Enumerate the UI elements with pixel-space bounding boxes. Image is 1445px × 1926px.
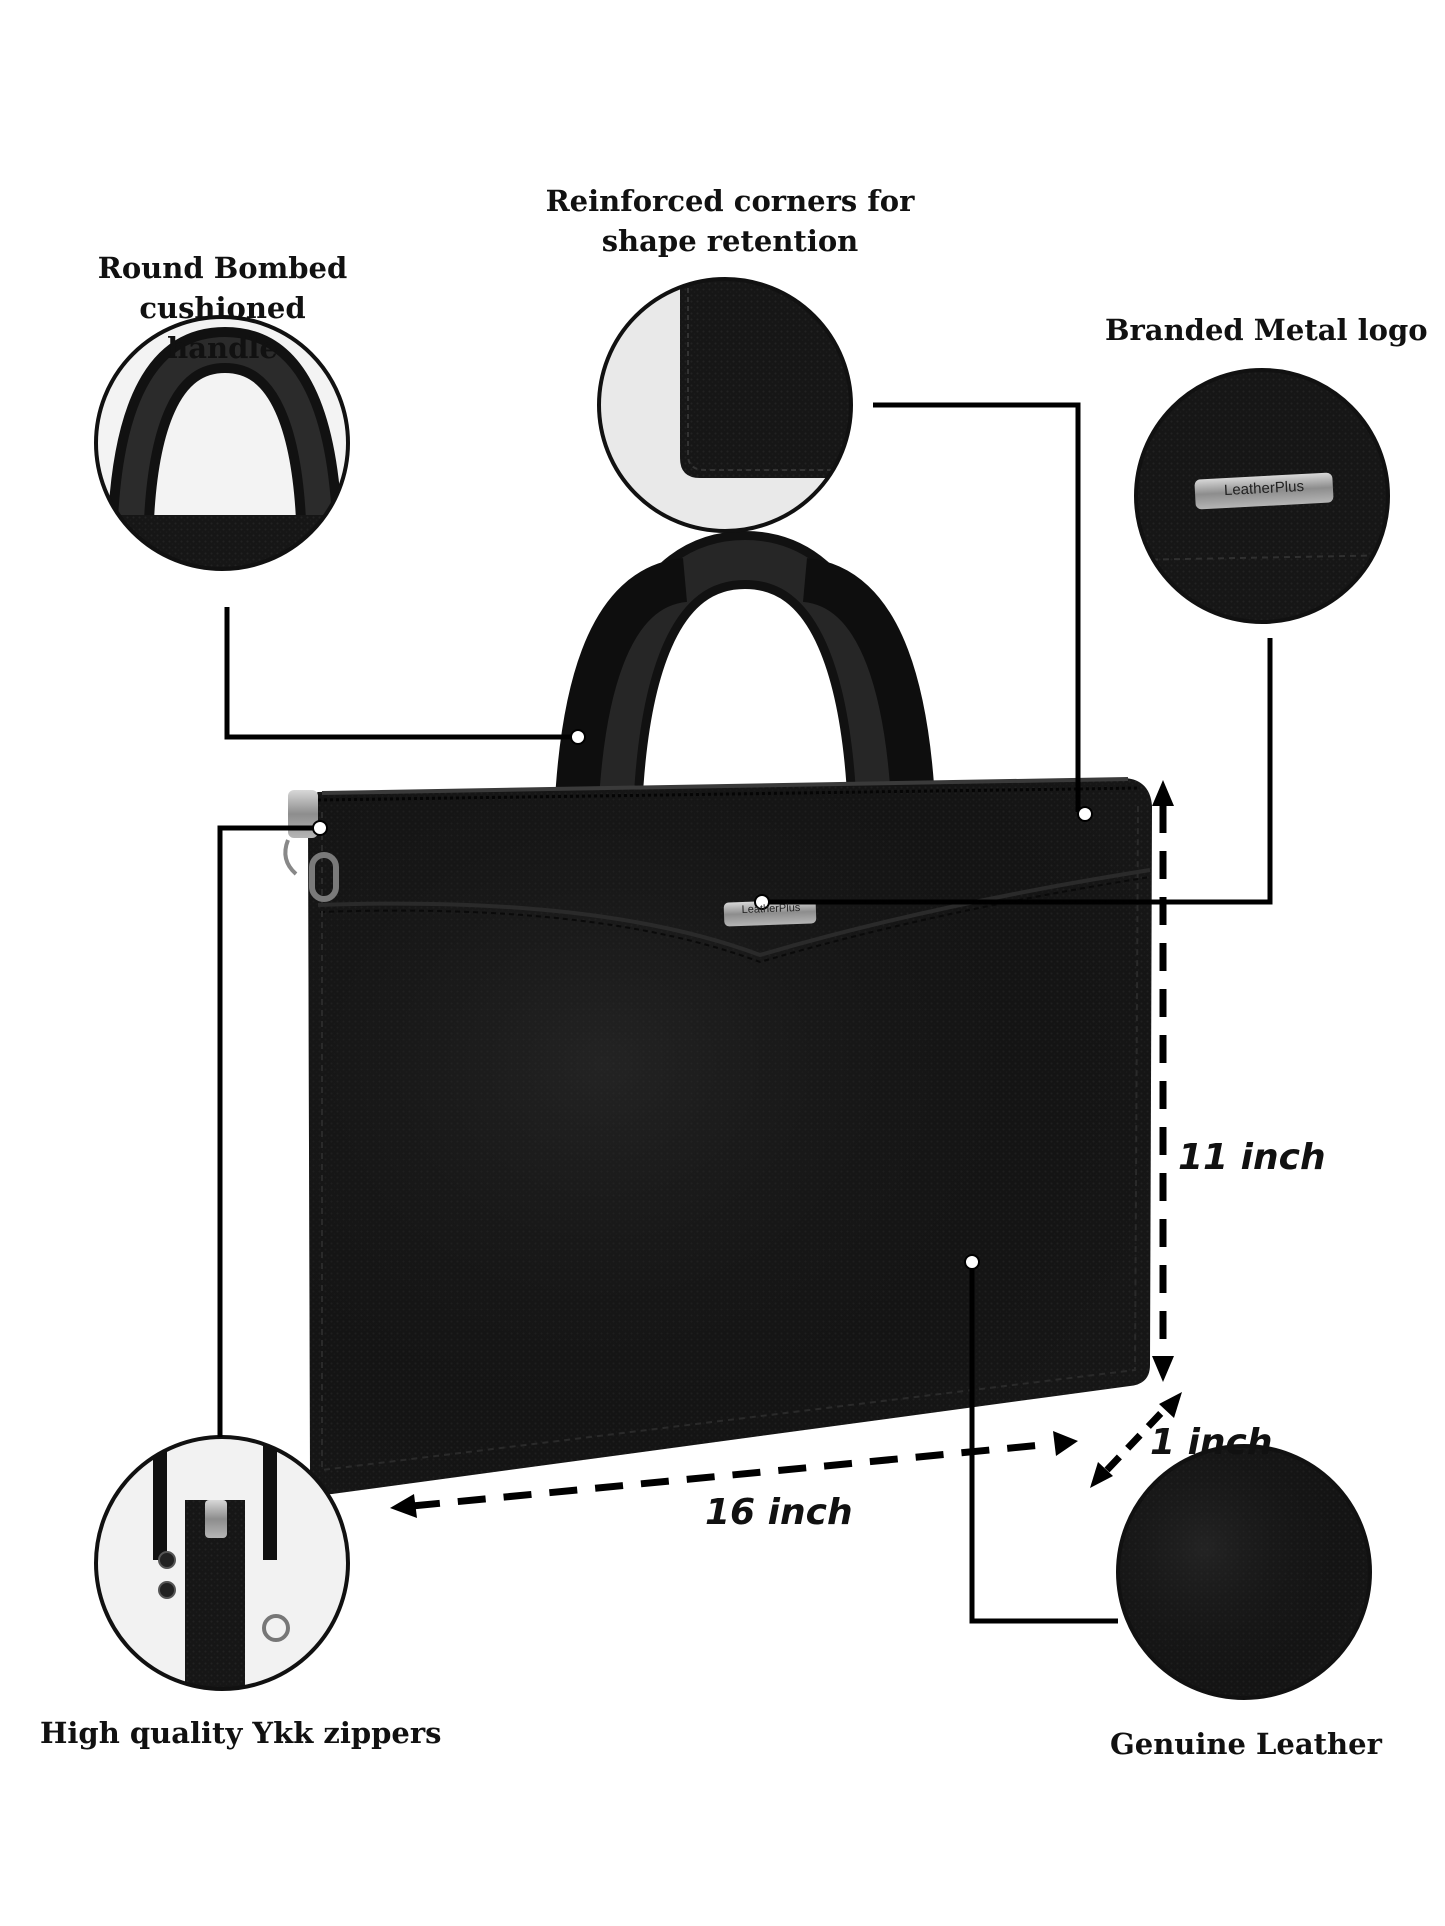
depth-dimension-arrow (1090, 1392, 1182, 1488)
leather-feature-label: Genuine Leather (1110, 1727, 1382, 1761)
handle-detail-circle (94, 315, 350, 571)
corner-detail-circle (597, 277, 853, 533)
briefcase-body (283, 530, 1152, 1495)
height-dimension-label: 11 inch (1178, 1137, 1326, 1178)
zippers-feature-label: High quality Ykk zippers (40, 1716, 442, 1750)
corners-feature-label: Reinforced corners for shape retention (545, 184, 915, 258)
leader-lines (217, 402, 1273, 1624)
width-dimension-label: 16 inch (705, 1492, 853, 1533)
height-dimension-arrow (1152, 780, 1174, 1382)
logo-detail-circle (1134, 368, 1390, 624)
zipper-detail-circle (94, 1435, 350, 1691)
depth-dimension-label: 1 inch (1150, 1422, 1273, 1463)
logo-feature-label: Branded Metal logo (1105, 313, 1428, 347)
leather-detail-circle (1116, 1444, 1372, 1700)
callout-dots (312, 729, 1093, 1270)
width-dimension-arrow (390, 1431, 1078, 1518)
handle-feature-label: Round Bombed cushioned handle (97, 251, 348, 365)
